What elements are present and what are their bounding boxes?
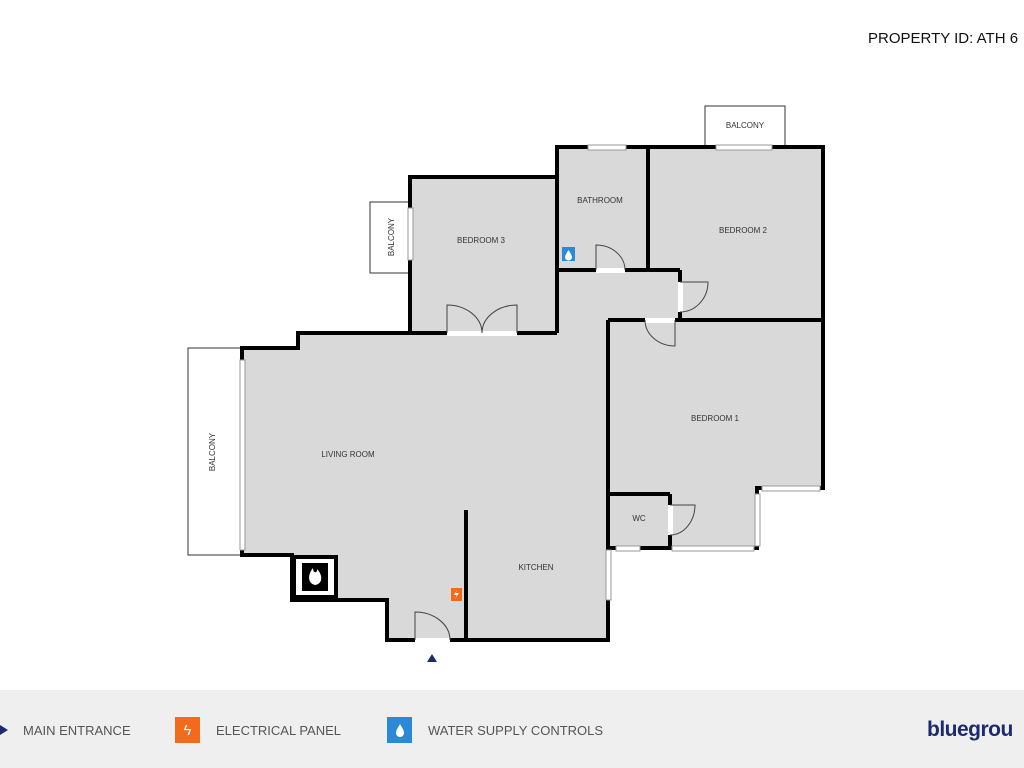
water-supply-marker [562,247,575,261]
electrical-panel-marker [451,588,462,601]
balcony-bedroom3 [369,201,411,274]
balcony-top [704,105,786,148]
label-bedroom1: BEDROOM 1 [691,414,740,423]
main-entrance-marker [427,654,437,662]
legend-main-entrance: MAIN ENTRANCE [0,717,131,743]
legend-water-supply: WATER SUPPLY CONTROLS [387,717,603,743]
property-id: PROPERTY ID: ATH 6 [868,30,1019,47]
label-kitchen: KITCHEN [518,563,553,572]
fireplace-icon [292,555,338,599]
label-bedroom2: BEDROOM 2 [719,226,768,235]
water-drop-icon [387,717,412,743]
label-bedroom3: BEDROOM 3 [457,236,506,245]
interior-walls [410,147,823,640]
label-bathroom: BATHROOM [577,196,623,205]
label-wc: WC [632,514,646,523]
door-swings [414,244,709,641]
legend-label: ELECTRICAL PANEL [216,722,341,738]
label-balcony-bedroom3: BALCONY [387,217,396,256]
label-balcony-top: BALCONY [726,121,765,130]
triangle-icon [0,725,8,735]
floor-plan: BEDROOM 3 BATHROOM BEDROOM 2 BEDROOM 1 L… [187,105,825,662]
windows [239,144,821,643]
lightning-icon: ϟ [175,717,200,743]
legend: MAIN ENTRANCE ϟ ELECTRICAL PANEL WATER S… [0,690,1024,768]
label-balcony-left: BALCONY [208,432,217,471]
label-living-room: LIVING ROOM [321,450,375,459]
legend-electrical-panel: ϟ ELECTRICAL PANEL [175,717,341,743]
legend-label: MAIN ENTRANCE [23,722,131,738]
legend-label: WATER SUPPLY CONTROLS [428,722,604,738]
brand-logo: bluegrou [927,718,1013,741]
